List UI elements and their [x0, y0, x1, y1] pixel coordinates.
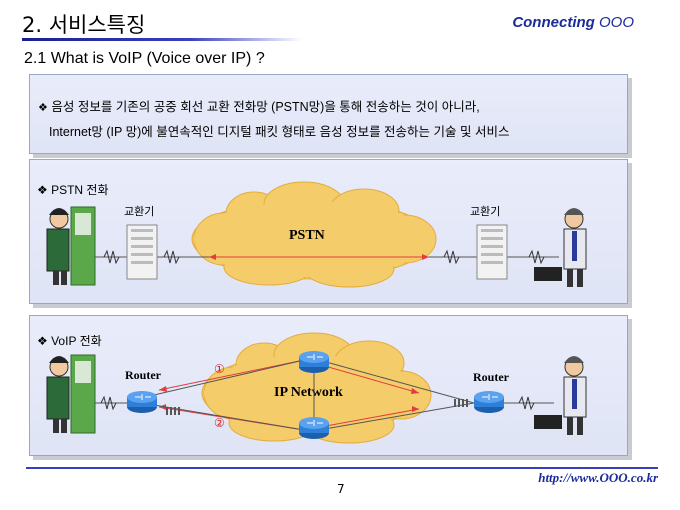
ip-cloud-label: IP Network: [274, 385, 343, 400]
bullet-icon: ❖: [38, 102, 48, 114]
switch-left-icon: [126, 224, 158, 280]
summary-panel: [29, 74, 628, 154]
router-right-label: Router: [473, 370, 510, 384]
voip-wave-right: [518, 395, 535, 411]
router-left-icon: [127, 391, 157, 413]
pstn-heading: ❖ PSTN 전화: [37, 183, 109, 197]
caller-right-icon: [534, 208, 587, 287]
path-2-label: ②: [214, 416, 225, 430]
page-number: 7: [337, 482, 345, 496]
brand-text: Connecting: [512, 14, 599, 31]
path-1-label: ①: [214, 362, 225, 376]
section-subtitle: 2.1 What is VoIP (Voice over IP) ?: [24, 50, 265, 67]
packets-left-icon: [166, 407, 180, 415]
router-right-icon: [474, 391, 504, 413]
voip-caller-right-icon: [534, 356, 587, 435]
brand-suffix: OOO: [598, 14, 634, 31]
page-title: 2. 서비스특징: [22, 13, 146, 37]
pstn-wave-mid-left: [163, 249, 180, 265]
voip-heading: ❖ VoIP 전화: [37, 334, 102, 348]
voip-wave-left: [100, 395, 117, 411]
title-underline: [22, 38, 302, 41]
caller-left-icon: [46, 206, 96, 286]
pstn-wave-left: [103, 249, 120, 265]
voip-diagram: IP Network ① ②: [46, 332, 587, 444]
switch-right-icon: [476, 224, 508, 280]
pstn-switch-right-label: 교환기: [470, 206, 501, 218]
summary-line-2: Internet망 (IP 망)에 불연속적인 디지털 패킷 형태로 음성 정보…: [49, 125, 510, 139]
router-top-icon: [299, 351, 329, 373]
pstn-wave-mid-right: [443, 249, 460, 265]
footer-divider: [26, 467, 658, 469]
router-bottom-icon: [299, 417, 329, 439]
brand-logo: Connecting OOO: [512, 14, 634, 31]
pstn-cloud-label: PSTN: [289, 228, 325, 243]
summary-text-1: 음성 정보를 기존의 공중 회선 교환 전화망 (PSTN망)을 통해 전송하는…: [51, 100, 480, 114]
pstn-switch-left-label: 교환기: [124, 206, 155, 218]
packets-right-icon: [454, 399, 468, 407]
pstn-cloud-fill: [194, 201, 430, 277]
summary-line-1: ❖ 음성 정보를 기존의 공중 회선 교환 전화망 (PSTN망)을 통해 전송…: [38, 96, 480, 115]
footer-url: http://www.OOO.co.kr: [538, 470, 658, 485]
router-left-label: Router: [125, 368, 162, 382]
voip-caller-left-icon: [46, 354, 96, 434]
pstn-wave-right: [528, 249, 545, 265]
pstn-diagram: PSTN: [46, 181, 587, 288]
